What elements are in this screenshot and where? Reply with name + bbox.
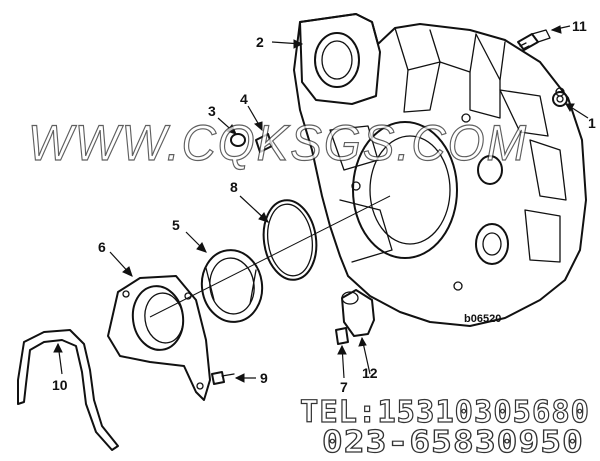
callout-9: 9 (260, 370, 268, 386)
assembly-axis (149, 195, 391, 318)
leader-arrows (53, 25, 575, 383)
contact-tel: TEL:15310305680 (300, 395, 590, 430)
elbow-fitting (341, 289, 375, 337)
o-ring-seal (262, 199, 318, 281)
flywheel-housing (293, 13, 587, 327)
callout-3: 3 (208, 103, 216, 119)
callout-12: 12 (362, 365, 378, 381)
callout-2: 2 (256, 34, 264, 50)
rear-crankshaft-seal (200, 249, 264, 323)
seal-carrier (107, 275, 211, 401)
fitting-screw (335, 327, 349, 345)
callout-7: 7 (340, 379, 348, 395)
callout-11: 11 (572, 18, 587, 34)
seal-gasket (17, 329, 119, 451)
housing-bolt (552, 91, 568, 107)
capscrew (517, 29, 551, 51)
callout-1: 1 (588, 115, 596, 131)
callout-8: 8 (230, 179, 238, 195)
plug-and-washer (230, 133, 273, 153)
drawing-stamp: b06520 (464, 313, 501, 325)
callout-6: 6 (98, 239, 106, 255)
callout-5: 5 (172, 217, 180, 233)
contact-phone: 023-65830950 (322, 425, 584, 460)
callout-10: 10 (52, 377, 68, 393)
carrier-screw (211, 371, 235, 385)
watermark-text: WWW.CQKSGS.COM (28, 115, 528, 171)
callout-4: 4 (240, 91, 248, 107)
